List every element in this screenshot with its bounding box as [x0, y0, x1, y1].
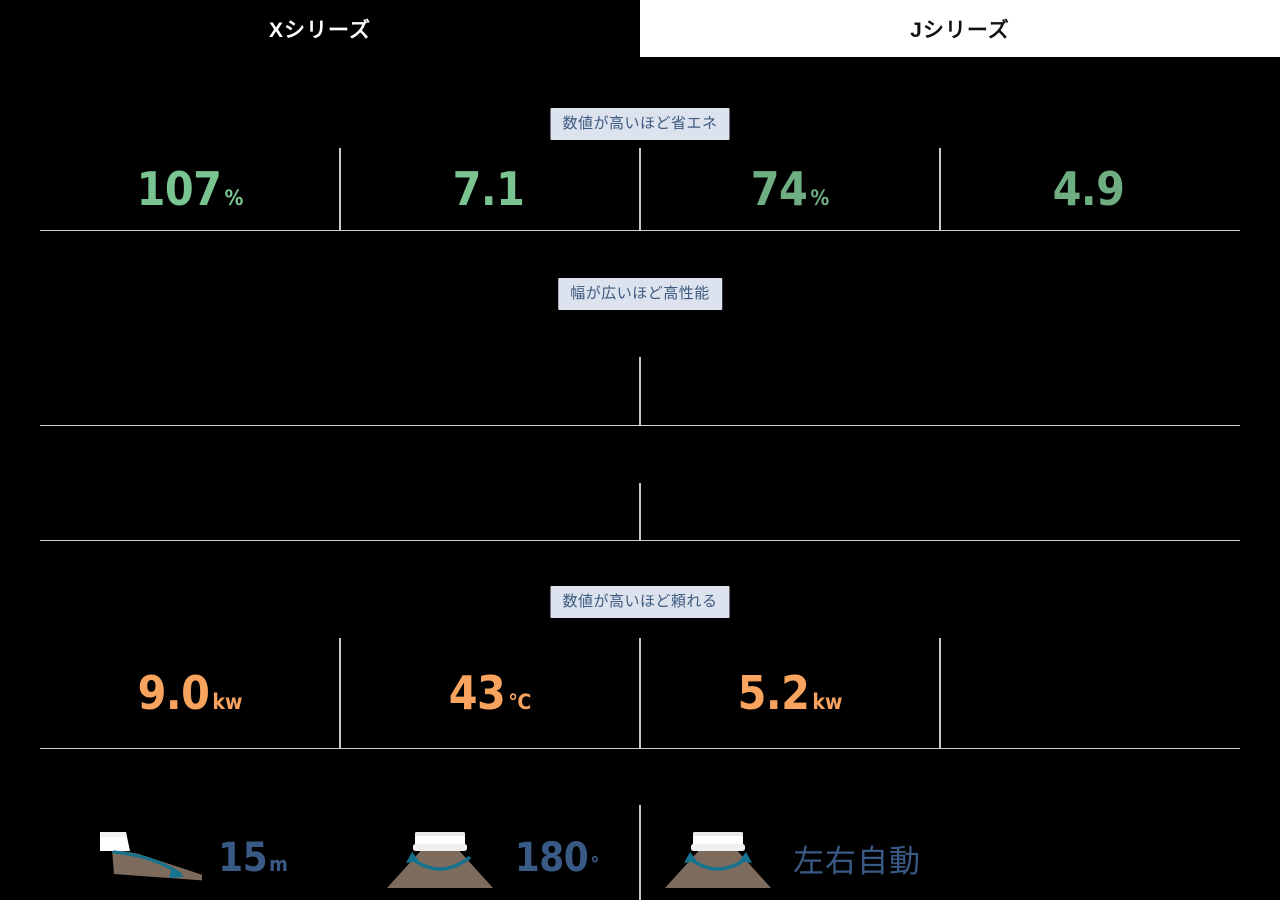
reliability-cell-1: 9.0 kw: [40, 652, 340, 734]
reliability-value-2-unit: ℃: [508, 690, 532, 714]
column-divider-center-5: [639, 805, 641, 900]
reliability-value-3: 5.2 kw: [738, 666, 843, 720]
section-rule-efficiency: [40, 230, 1240, 231]
badge-performance: 幅が広いほど高性能: [558, 278, 722, 310]
efficiency-value-1-number: 107: [136, 162, 222, 216]
efficiency-value-1-unit: %: [224, 186, 244, 210]
efficiency-value-2: 7.1: [453, 162, 528, 216]
section-rule-performance-1: [40, 425, 1240, 426]
icon-cell-airflow-spread: 180 °: [340, 808, 640, 900]
airflow-spread-number: 180: [514, 835, 589, 881]
icon-cell-empty: [940, 808, 1240, 900]
efficiency-value-1: 107 %: [137, 162, 244, 216]
reliability-value-2-number: 43: [448, 666, 506, 720]
airflow-spread-unit: °: [590, 852, 600, 876]
section-rule-performance-2: [40, 540, 1240, 541]
efficiency-value-2-number: 7.1: [452, 162, 525, 216]
efficiency-value-4-number: 4.9: [1052, 162, 1125, 216]
badge-reliability: 数値が高いほど頼れる: [550, 586, 730, 618]
reliability-cell-3: 5.2 kw: [640, 652, 940, 734]
column-divider-center-2: [639, 357, 641, 425]
tab-j-series[interactable]: Jシリーズ: [640, 0, 1280, 57]
reliability-value-2: 43 ℃: [449, 666, 531, 720]
efficiency-cell-2: 7.1: [340, 148, 640, 230]
auto-swing-label: 左右自動: [793, 836, 921, 881]
efficiency-value-3-unit: %: [810, 186, 830, 210]
column-divider-5: [939, 638, 941, 748]
reliability-value-3-number: 5.2: [737, 666, 810, 720]
efficiency-cell-3: 74 %: [640, 148, 940, 230]
column-divider-center-1: [639, 148, 641, 231]
column-divider-center-3: [639, 483, 641, 540]
airflow-spread-icon: [381, 822, 499, 894]
tab-x-series[interactable]: Xシリーズ: [0, 0, 640, 57]
airflow-spread-label: 180 °: [515, 835, 600, 881]
tab-j-series-label: Jシリーズ: [910, 18, 1010, 42]
reliability-value-3-unit: kw: [812, 690, 843, 714]
reliability-cell-4: [940, 652, 1240, 734]
column-divider-4: [339, 638, 341, 748]
series-tab-bar: Xシリーズ Jシリーズ: [0, 0, 1280, 57]
reliability-value-1-unit: kw: [212, 690, 243, 714]
reliability-value-1-number: 9.0: [137, 666, 210, 720]
reliability-value-1: 9.0 kw: [138, 666, 243, 720]
badge-efficiency: 数値が高いほど省エネ: [550, 108, 730, 140]
airflow-distance-icon: [92, 822, 203, 894]
efficiency-value-3-number: 74: [750, 162, 808, 216]
auto-swing-text: 左右自動: [793, 843, 921, 880]
icon-cell-airflow-distance: 15 m: [40, 808, 340, 900]
column-divider-center-4: [639, 638, 641, 748]
efficiency-value-3: 74 %: [751, 162, 830, 216]
column-divider-3: [939, 148, 941, 231]
reliability-cell-2: 43 ℃: [340, 652, 640, 734]
airflow-distance-unit: m: [269, 852, 288, 876]
airflow-auto-swing-icon: [659, 822, 777, 894]
efficiency-cell-1: 107 %: [40, 148, 340, 230]
airflow-distance-number: 15: [218, 835, 268, 881]
airflow-distance-label: 15 m: [218, 835, 288, 881]
section-rule-reliability: [40, 748, 1240, 749]
column-divider-1: [339, 148, 341, 231]
efficiency-value-4: 4.9: [1053, 162, 1128, 216]
icon-cell-auto-swing: 左右自動: [640, 808, 940, 900]
efficiency-cell-4: 4.9: [940, 148, 1240, 230]
tab-x-series-label: Xシリーズ: [269, 18, 371, 42]
